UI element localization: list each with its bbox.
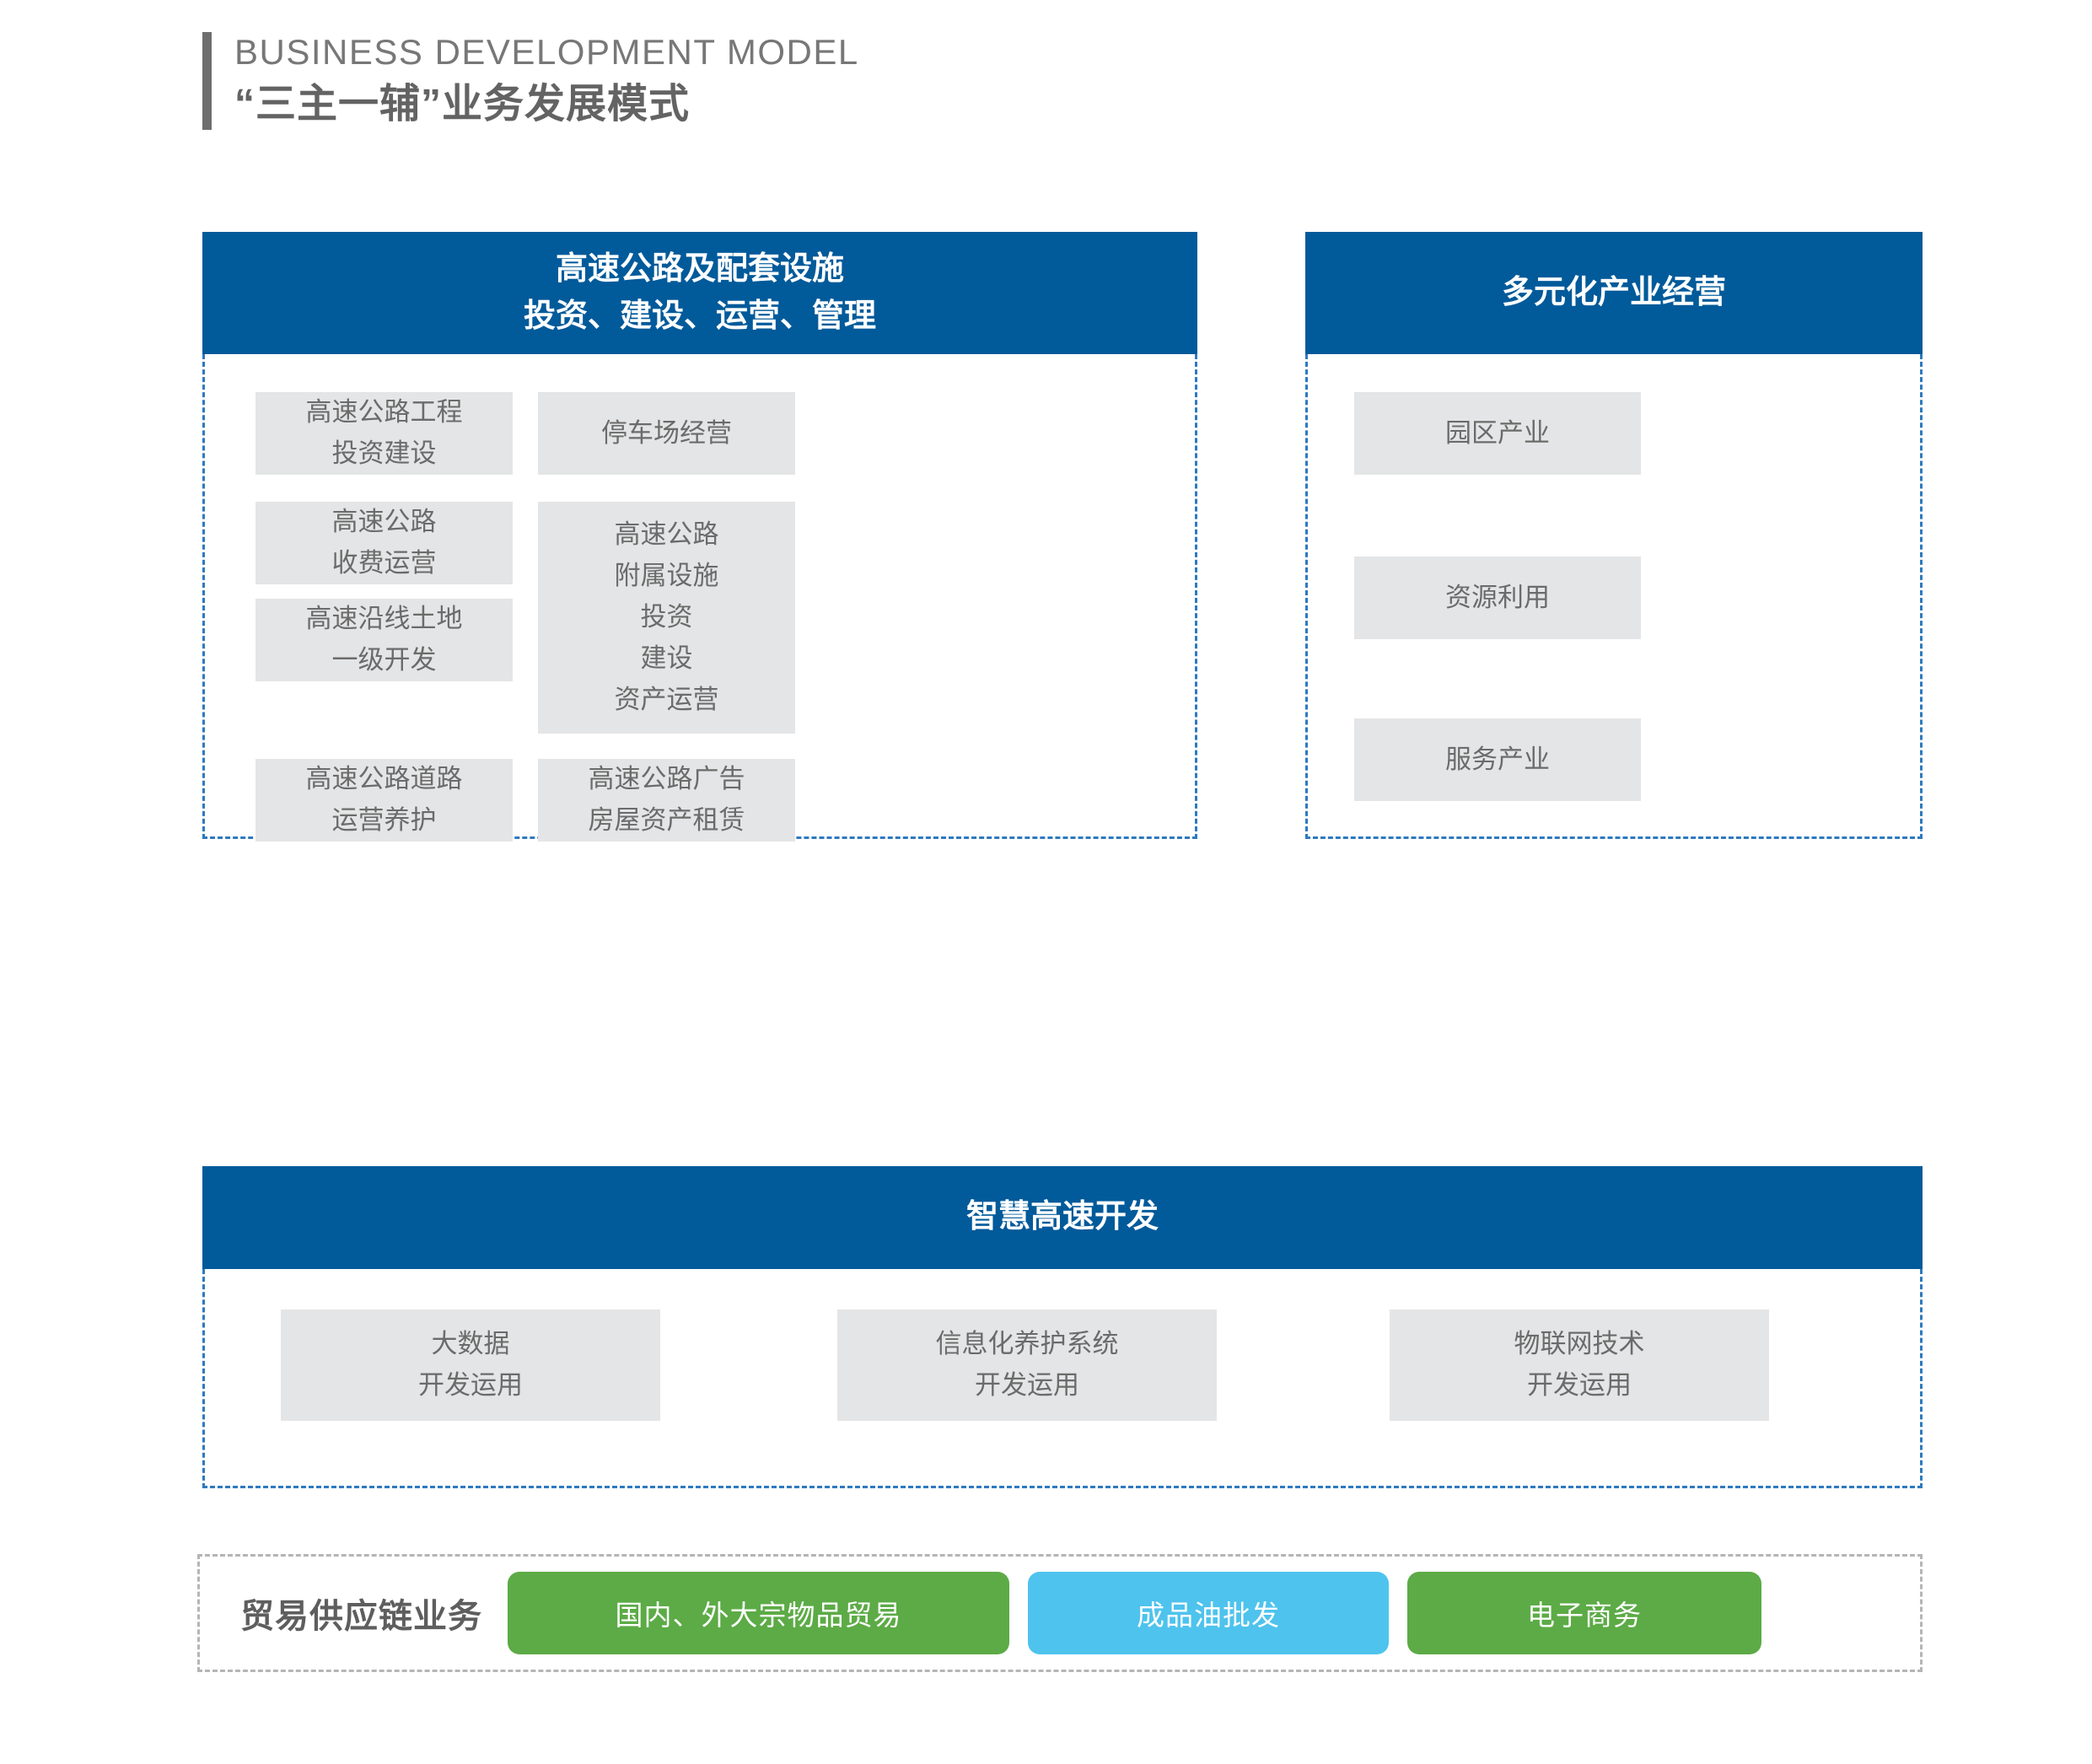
cell-line: 资产运营 [614, 684, 719, 714]
cell-line: 高速公路 [331, 507, 437, 537]
header-accent-bar [202, 32, 212, 131]
panel-highway: 高速公路及配套设施 投资、建设、运营、管理 高速公路工程 投资建设 停车场经营 … [202, 232, 1197, 842]
cell-park-industry[interactable]: 园区产业 [1354, 392, 1641, 475]
cell-big-data-development[interactable]: 大数据 开发运用 [281, 1310, 660, 1421]
panel-highway-header-line-2: 投资、建设、运营、管理 [523, 298, 876, 334]
cell-line: 停车场经营 [601, 417, 732, 448]
cell-iot-technology-development[interactable]: 物联网技术 开发运用 [1390, 1310, 1769, 1421]
cell-line: 高速公路工程 [305, 397, 463, 428]
page-header: BUSINESS DEVELOPMENT MODEL “三主一辅”业务发展模式 [202, 32, 859, 131]
panel-highway-header: 高速公路及配套设施 投资、建设、运营、管理 [202, 232, 1197, 354]
trade-supply-chain-label: 贸易供应链业务 [240, 1598, 482, 1635]
cell-line: 开发运用 [1527, 1370, 1632, 1400]
cell-line: 服务产业 [1445, 744, 1550, 774]
panel-smart-highway-header-line-1: 智慧高速开发 [965, 1199, 1159, 1235]
cell-ancillary-facilities[interactable]: 高速公路 附属设施 投资 建设 资产运营 [538, 502, 795, 734]
cell-toll-operation[interactable]: 高速公路 收费运营 [255, 502, 513, 584]
panel-diversified-body: 园区产业 资源利用 服务产业 [1305, 354, 1923, 839]
cell-highway-engineering-investment[interactable]: 高速公路工程 投资建设 [255, 392, 513, 475]
panel-smart-highway-header: 智慧高速开发 [202, 1166, 1923, 1269]
trade-supply-chain-strip: 贸易供应链业务 国内、外大宗物品贸易 成品油批发 电子商务 [197, 1554, 1923, 1672]
header-text-group: BUSINESS DEVELOPMENT MODEL “三主一辅”业务发展模式 [234, 32, 859, 130]
cell-line: 高速公路道路 [305, 764, 463, 794]
pill-bulk-commodity-trade[interactable]: 国内、外大宗物品贸易 [508, 1572, 1009, 1654]
cell-line: 运营养护 [331, 805, 437, 835]
panel-diversified-header-line-1: 多元化产业经营 [1501, 274, 1726, 310]
cell-informatized-maintenance-system[interactable]: 信息化养护系统 开发运用 [837, 1310, 1217, 1421]
pill-label: 电子商务 [1527, 1600, 1642, 1631]
cell-line: 高速沿线土地 [305, 604, 463, 634]
pill-label: 成品油批发 [1137, 1600, 1280, 1631]
panel-diversified-header: 多元化产业经营 [1305, 232, 1923, 354]
cell-line: 建设 [640, 643, 693, 673]
header-eyebrow: BUSINESS DEVELOPMENT MODEL [234, 32, 859, 72]
panel-smart-highway: 智慧高速开发 大数据 开发运用 信息化养护系统 开发运用 物联网技术 开发运用 [202, 1166, 1923, 1488]
page-title: “三主一辅”业务发展模式 [234, 82, 691, 127]
panel-highway-body: 高速公路工程 投资建设 停车场经营 高速公路 收费运营 高速公路 附属设施 投资… [202, 354, 1197, 842]
cell-line: 高速公路 [614, 519, 719, 550]
cell-resource-utilization[interactable]: 资源利用 [1354, 557, 1641, 639]
cell-line: 投资 [640, 602, 693, 632]
cell-land-primary-development[interactable]: 高速沿线土地 一级开发 [255, 599, 513, 681]
pill-ecommerce[interactable]: 电子商务 [1407, 1572, 1761, 1654]
cell-line: 收费运营 [331, 548, 437, 578]
cell-line: 信息化养护系统 [935, 1329, 1119, 1359]
cell-line: 大数据 [431, 1329, 510, 1359]
cell-line: 投资建设 [331, 438, 437, 468]
panel-diversified: 多元化产业经营 园区产业 资源利用 服务产业 [1305, 232, 1923, 839]
cell-line: 开发运用 [975, 1370, 1079, 1400]
pill-label: 国内、外大宗物品贸易 [615, 1600, 902, 1631]
cell-line: 开发运用 [418, 1370, 523, 1400]
cell-advertising-property-lease[interactable]: 高速公路广告 房屋资产租赁 [538, 759, 795, 842]
cell-line: 物联网技术 [1514, 1329, 1645, 1359]
cell-line: 附属设施 [614, 561, 719, 591]
panel-highway-header-line-1: 高速公路及配套设施 [555, 251, 844, 288]
cell-line: 高速公路广告 [588, 764, 745, 794]
cell-road-maintenance[interactable]: 高速公路道路 运营养护 [255, 759, 513, 842]
cell-line: 资源利用 [1445, 582, 1550, 612]
cell-line: 房屋资产租赁 [588, 805, 745, 835]
cell-parking-operation[interactable]: 停车场经营 [538, 392, 795, 475]
cell-line: 一级开发 [331, 645, 437, 675]
pill-refined-oil-wholesale[interactable]: 成品油批发 [1028, 1572, 1389, 1654]
cell-line: 园区产业 [1445, 417, 1550, 448]
panel-smart-highway-body: 大数据 开发运用 信息化养护系统 开发运用 物联网技术 开发运用 [202, 1269, 1923, 1488]
cell-service-industry[interactable]: 服务产业 [1354, 718, 1641, 801]
